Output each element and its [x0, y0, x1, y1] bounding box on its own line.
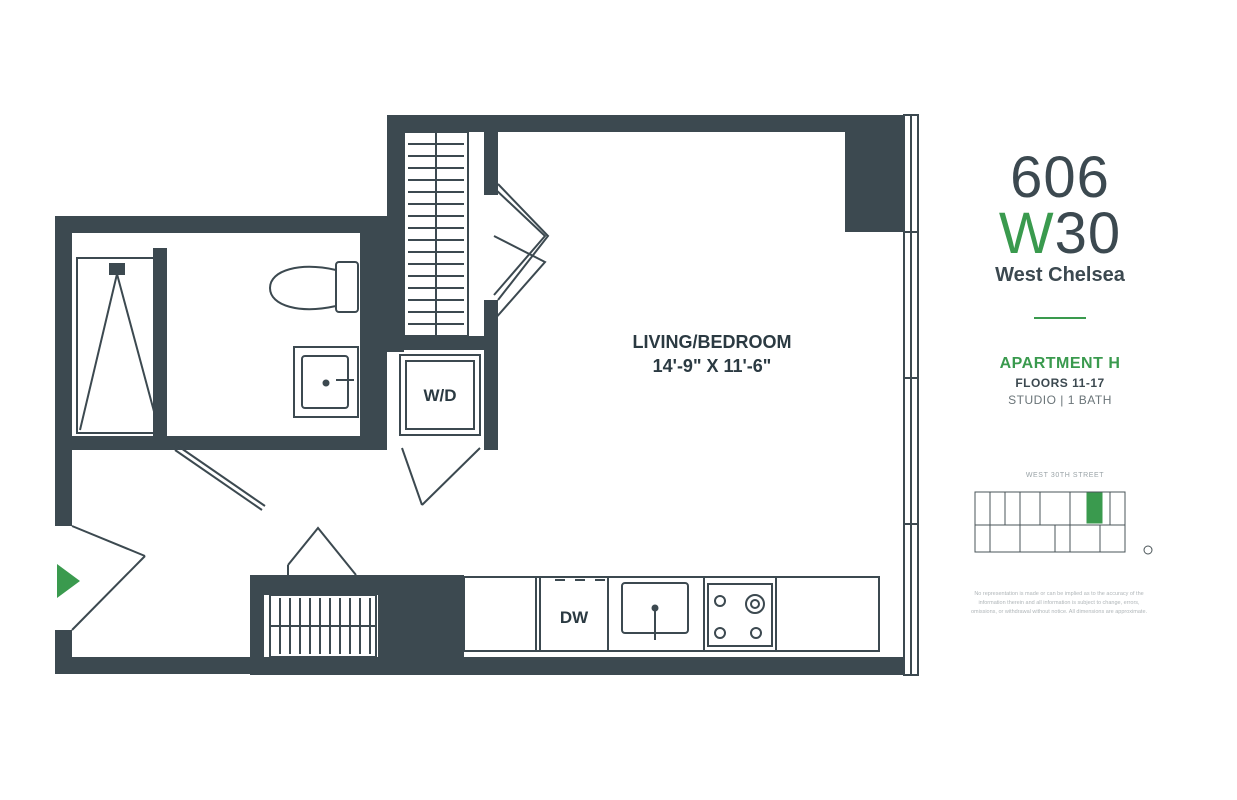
- kitchen-sink-icon: [621, 582, 689, 640]
- dishwasher-label: DW: [560, 608, 589, 627]
- washer-dryer: [399, 354, 481, 436]
- closet-shelving: [403, 131, 469, 337]
- apartment-floors: FLOORS 11-17: [1015, 376, 1105, 390]
- logo-number: 606: [1010, 145, 1110, 210]
- stove-icon: [703, 576, 777, 652]
- window: [903, 114, 919, 676]
- apartment-name: APARTMENT H: [999, 355, 1121, 372]
- key-plan: [974, 491, 1153, 555]
- washer-dryer-label: W/D: [423, 386, 456, 405]
- sidebar: 606 W30 West Chelsea APARTMENT H FLOORS …: [960, 145, 1160, 408]
- logo-w-number: 30: [1054, 201, 1122, 266]
- walls: [55, 115, 907, 675]
- shower: [76, 257, 163, 434]
- doors: [71, 183, 550, 631]
- entry-arrow-icon: [57, 564, 80, 598]
- logo-w30: W30: [960, 205, 1160, 263]
- toilet-icon: [268, 261, 359, 313]
- divider: [1034, 317, 1086, 319]
- neighborhood-name: West Chelsea: [995, 264, 1125, 286]
- entry-closet-shelving: [269, 594, 377, 658]
- living-room-name: LIVING/BEDROOM: [632, 332, 791, 352]
- living-room-dimensions: 14'-9" X 11'-6": [653, 356, 772, 376]
- key-plan-street-label: WEST 30TH STREET: [1025, 472, 1105, 479]
- disclaimer-text: No representation is made or can be impl…: [970, 591, 1148, 615]
- logo-w-letter: W: [998, 201, 1055, 266]
- apartment-type: STUDIO | 1 BATH: [1008, 393, 1112, 407]
- bath-sink-icon: [293, 346, 359, 418]
